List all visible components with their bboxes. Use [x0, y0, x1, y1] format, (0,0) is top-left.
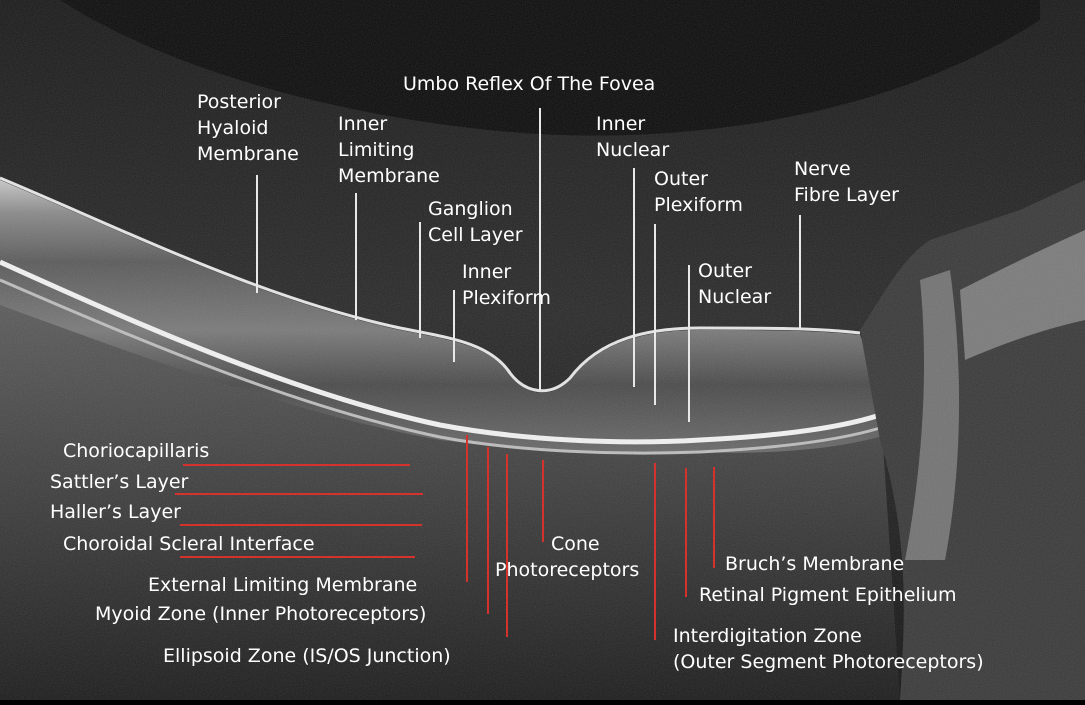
- label-external-limiting: External Limiting Membrane: [148, 574, 417, 596]
- label-rpe: Retinal Pigment Epithelium: [699, 584, 957, 606]
- label-inner-limiting: Inner Limiting Membrane: [338, 113, 440, 187]
- label-myoid-zone: Myoid Zone (Inner Photoreceptors): [95, 603, 426, 625]
- label-bruchs: Bruch’s Membrane: [725, 553, 904, 575]
- label-ellipsoid-zone: Ellipsoid Zone (IS/OS Junction): [163, 645, 451, 667]
- label-interdigitation: Interdigitation Zone (Outer Segment Phot…: [673, 625, 984, 673]
- label-choriocapillaris: Choriocapillaris: [63, 440, 209, 462]
- label-inner-plexiform: Inner Plexiform: [462, 261, 551, 309]
- label-outer-nuclear: Outer Nuclear: [698, 260, 771, 308]
- label-cone-photoreceptors: Cone Photoreceptors: [495, 533, 639, 581]
- label-posterior-hyaloid: Posterior Hyaloid Membrane: [197, 91, 299, 165]
- label-choroidal-scleral: Choroidal Scleral Interface: [63, 533, 315, 555]
- label-umbo-reflex: Umbo Reflex Of The Fovea: [403, 73, 655, 95]
- label-inner-nuclear: Inner Nuclear: [596, 113, 669, 161]
- label-hallers: Haller’s Layer: [50, 501, 181, 523]
- label-sattlers: Sattler’s Layer: [50, 471, 189, 493]
- label-ganglion-cell: Ganglion Cell Layer: [428, 198, 523, 246]
- label-nerve-fibre: Nerve Fibre Layer: [794, 158, 899, 206]
- label-outer-plexiform: Outer Plexiform: [654, 168, 743, 216]
